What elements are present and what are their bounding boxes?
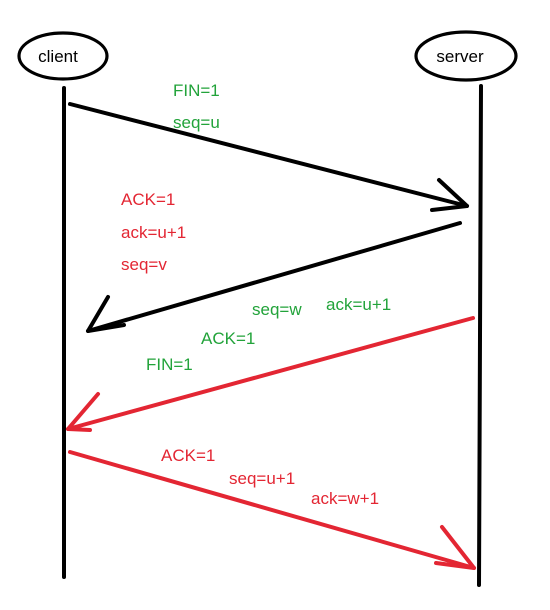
message-1-arrowhead [430,178,469,212]
message-2-label-ack-number: ack=u+1 [121,223,186,242]
message-4-label-ack-number: ack=w+1 [311,489,379,508]
message-3-label-seq: seq=w [252,300,302,319]
message-2-label-seq: seq=v [121,255,167,274]
server-ellipse [414,30,518,82]
message-1-label-seq: seq=u [173,113,220,132]
message-3-arrowhead [66,392,100,432]
client-ellipse [17,31,109,81]
message-1-arrow-shaft [68,102,469,208]
client-label: client [38,47,78,66]
message-4-label-ack-flag: ACK=1 [161,446,215,465]
message-3-label-fin: FIN=1 [146,355,193,374]
message-3-label-ack-flag: ACK=1 [201,329,255,348]
message-4-arrow-shaft [68,450,476,570]
message-ack-server-to-client: ACK=1 ack=u+1 seq=v [86,190,462,333]
message-2-arrow-shaft [86,221,462,333]
message-3-arrow-shaft [66,316,475,431]
message-2-arrowhead [86,295,126,333]
message-3-label-ack-number: ack=u+1 [326,295,391,314]
message-4-label-seq: seq=u+1 [229,469,295,488]
message-ack-client-to-server: ACK=1 seq=u+1 ack=w+1 [68,446,476,570]
message-2-label-ack-flag: ACK=1 [121,190,175,209]
message-1-label-fin: FIN=1 [173,81,220,100]
server-label: server [436,47,484,66]
server-lifeline [477,84,483,587]
message-fin-client-to-server: FIN=1 seq=u [68,81,469,212]
message-4-arrowhead [434,525,476,570]
message-fin-server-to-client: seq=w ack=u+1 ACK=1 FIN=1 [66,295,475,432]
server-node: server [414,30,518,82]
client-node: client [17,31,109,81]
